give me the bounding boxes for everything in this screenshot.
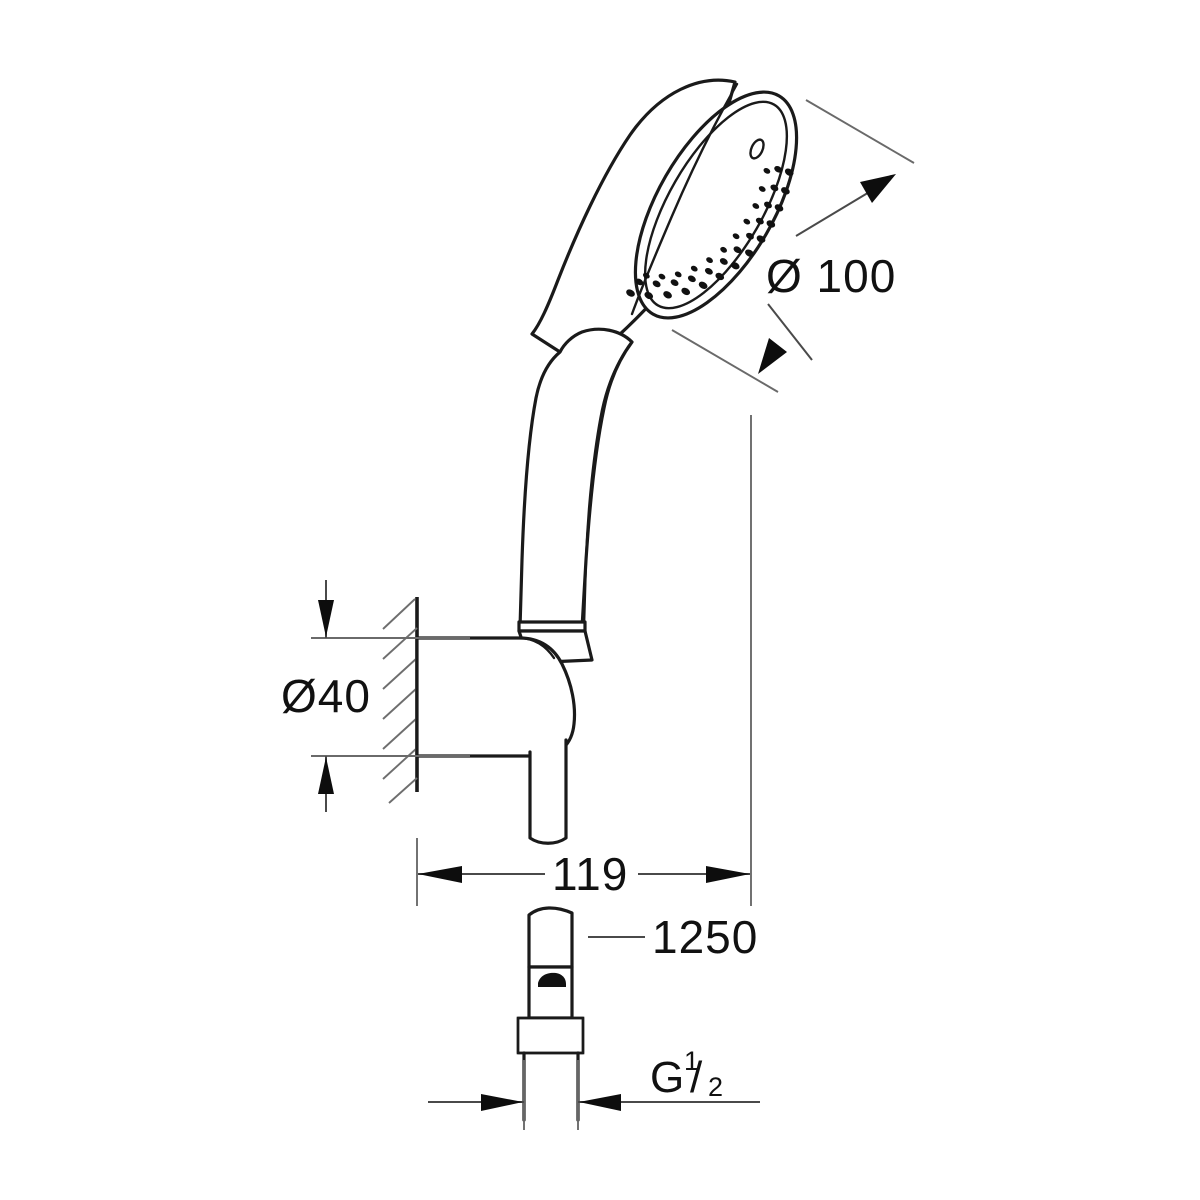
wall-section bbox=[382, 597, 419, 804]
spray-face-inner-rim bbox=[643, 100, 789, 310]
hose-knurled-nut bbox=[516, 1016, 585, 1055]
hand-shower-head bbox=[530, 78, 799, 356]
wall-bracket bbox=[415, 636, 577, 845]
dimG-denominator: 2 bbox=[708, 1072, 723, 1102]
dimG-arrow-left bbox=[481, 1094, 523, 1111]
handle-seam-line bbox=[582, 340, 634, 628]
spray-face-edge-line bbox=[630, 82, 739, 316]
dimension-wall-projection: 119 bbox=[416, 415, 752, 906]
dimG-numerator: 1 bbox=[684, 1046, 699, 1076]
dim40-label: Ø40 bbox=[281, 670, 371, 722]
indicator-oval-hole bbox=[749, 138, 765, 160]
dim100-ext-upper bbox=[805, 99, 915, 164]
wall-hatching bbox=[382, 598, 418, 804]
dim40-arrow-top bbox=[318, 600, 334, 637]
dimension-hose-length: 1250 bbox=[588, 911, 758, 963]
shower-handle bbox=[517, 327, 634, 664]
dimG-arrow-right bbox=[579, 1094, 621, 1111]
dim100-ext-lower bbox=[671, 329, 779, 393]
wall-bracket-body bbox=[415, 636, 577, 758]
handle-body bbox=[518, 327, 634, 630]
dim100-line-lower bbox=[767, 303, 813, 361]
dim119-arrow-right bbox=[706, 866, 750, 883]
dimG-label-prefix: G bbox=[650, 1053, 684, 1102]
hose-thread-tube bbox=[522, 1051, 580, 1122]
dim119-label: 119 bbox=[552, 848, 628, 900]
hose-marker-band bbox=[538, 972, 566, 987]
bracket-outlet-tube bbox=[528, 738, 568, 845]
dimension-spray-face-diameter: Ø 100 bbox=[671, 99, 915, 393]
dimG-slash: / bbox=[690, 1053, 703, 1102]
dim119-arrow-left bbox=[418, 866, 462, 883]
dim100-label: Ø 100 bbox=[766, 250, 896, 302]
dim40-arrow-bottom bbox=[318, 757, 334, 794]
dimension-hose-thread: G 1 / 2 bbox=[428, 1046, 760, 1130]
wall-bracket-shoulder bbox=[518, 636, 556, 660]
hose-knurled-nut-border bbox=[516, 1016, 585, 1055]
dim100-arrow-upper bbox=[860, 174, 896, 203]
hose-break-line bbox=[527, 906, 574, 917]
shower-hose bbox=[516, 906, 585, 1122]
nozzle-ring bbox=[626, 165, 794, 300]
dim100-arrow-lower bbox=[758, 338, 787, 374]
dimension-wall-bracket-diameter: Ø40 bbox=[281, 580, 470, 812]
dim1250-label: 1250 bbox=[652, 911, 758, 963]
hose-upper-tube bbox=[527, 906, 574, 969]
spray-face bbox=[633, 90, 799, 320]
